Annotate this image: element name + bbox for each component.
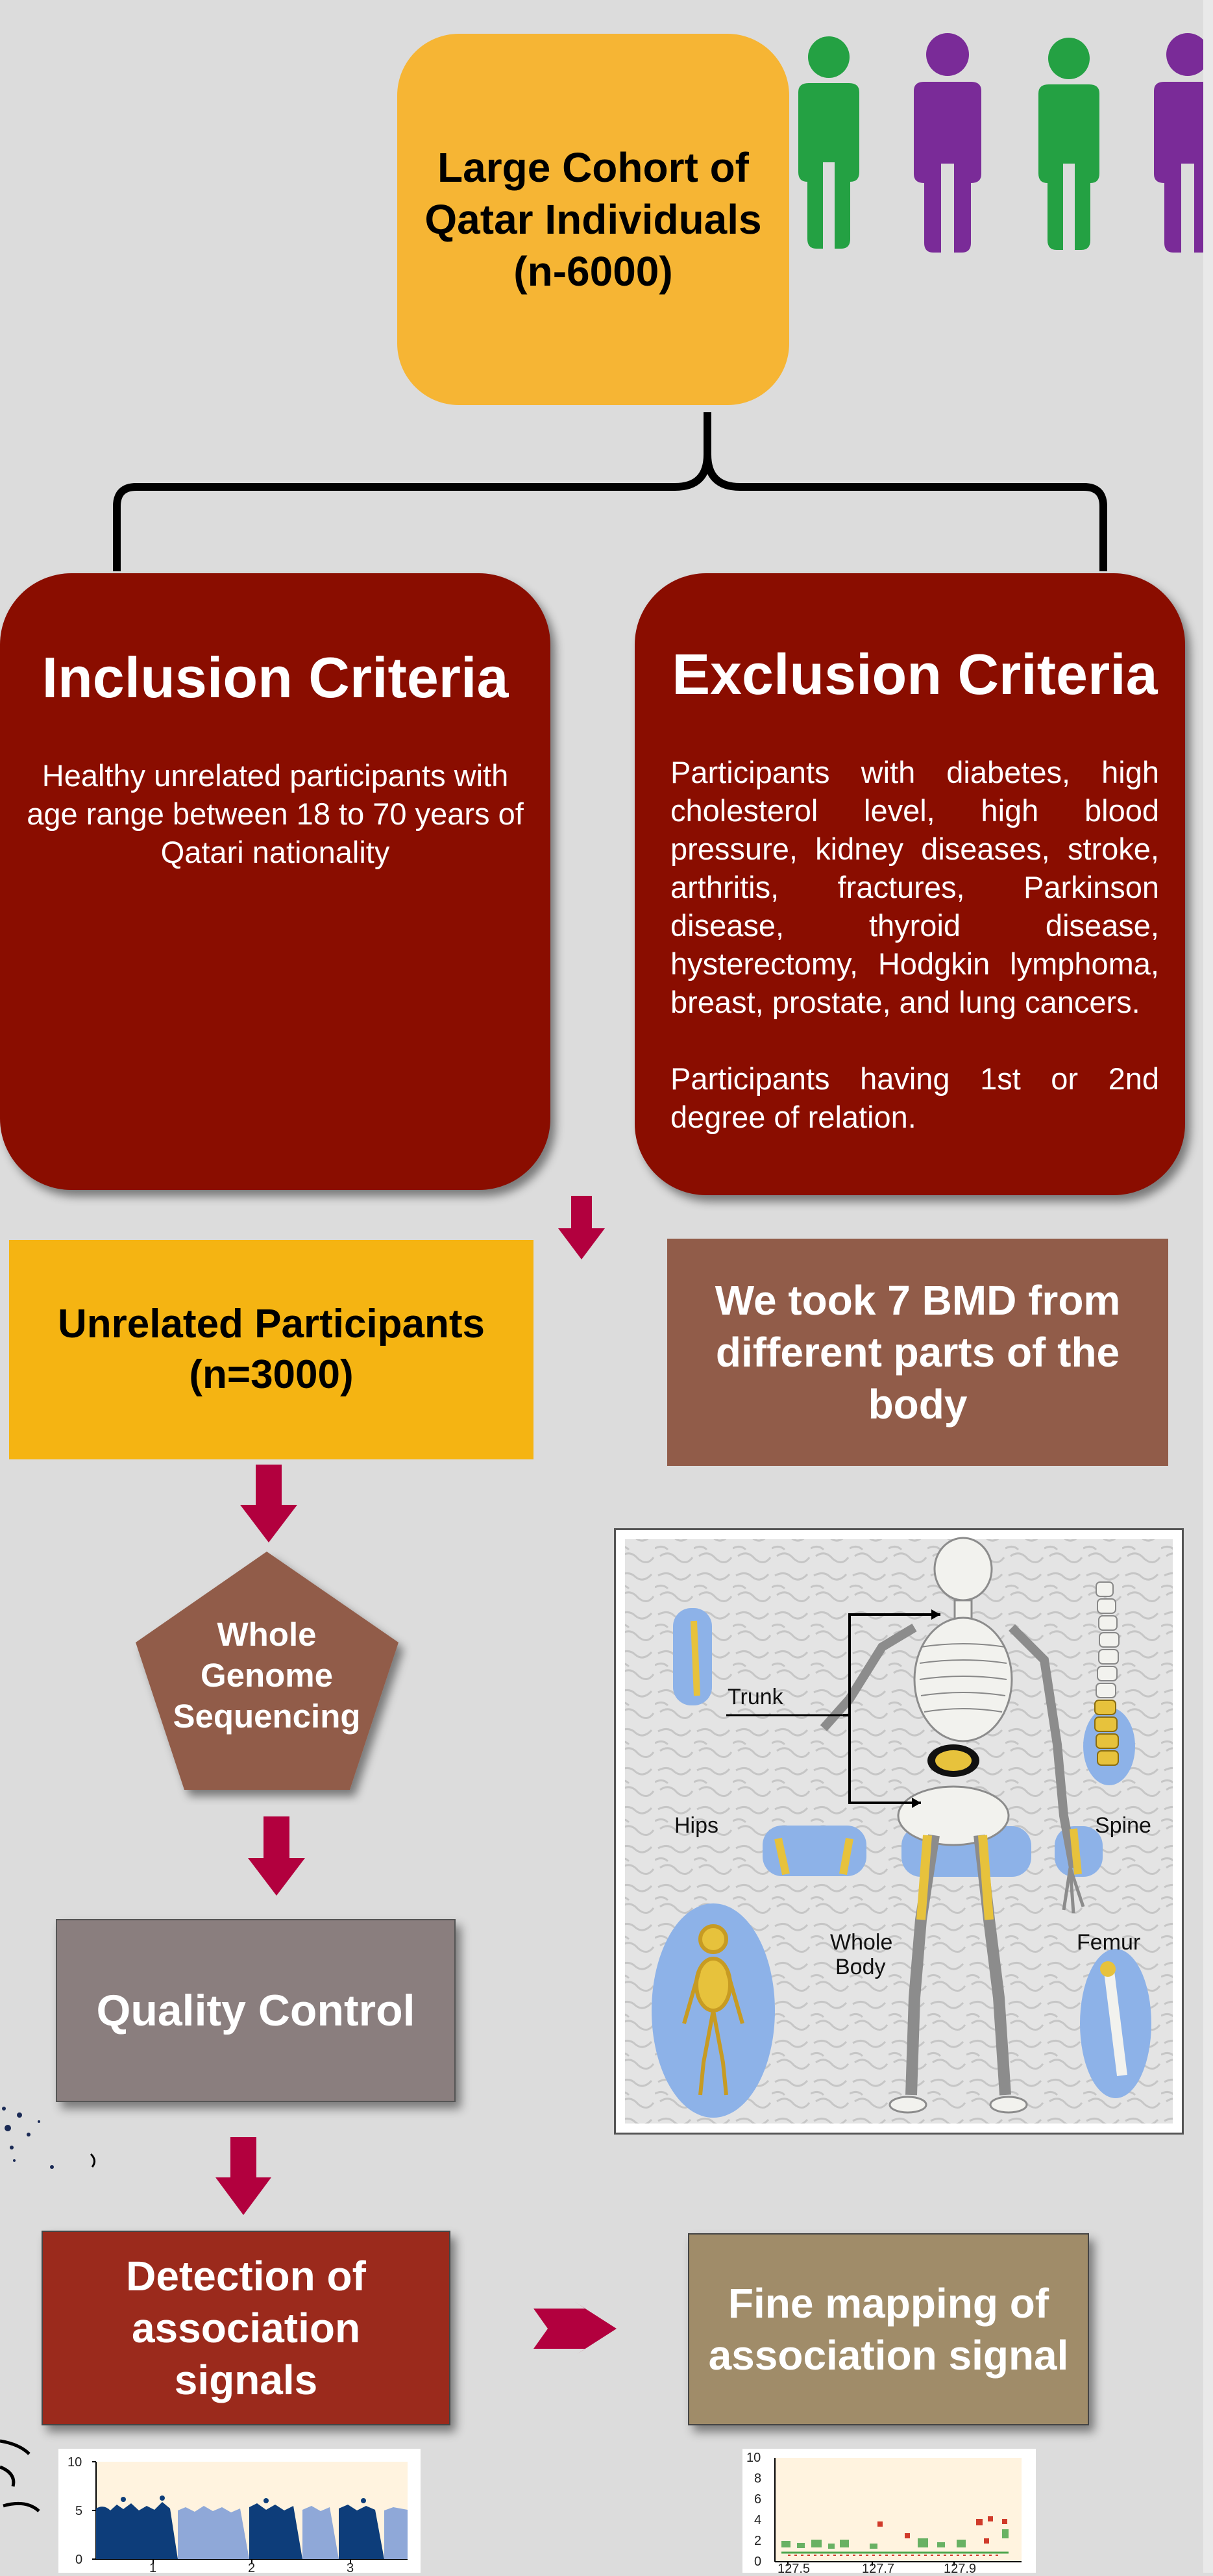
skeleton-illustration: Trunk Hips Spine Whole Body Femur bbox=[625, 1537, 1173, 2124]
locuszoom-y-tick: 0 bbox=[754, 2555, 761, 2569]
wgs-pentagon: Whole Genome Sequencing bbox=[132, 1548, 401, 1792]
manhattan-x-tick: 3 bbox=[347, 2561, 354, 2573]
manhattan-y-tick: 10 bbox=[67, 2455, 82, 2470]
manhattan-plot: 10 5 0 1 2 3 bbox=[58, 2449, 421, 2575]
down-arrow-icon bbox=[215, 2137, 271, 2215]
inclusion-heading: Inclusion Criteria bbox=[42, 645, 509, 710]
right-arrow-icon bbox=[533, 2302, 617, 2355]
fine-mapping-box: Fine mapping of association signal bbox=[688, 2233, 1089, 2425]
down-arrow-icon bbox=[558, 1196, 605, 1259]
skeleton-figure: Trunk Hips Spine Whole Body Femur bbox=[614, 1528, 1184, 2135]
decorative-splatter bbox=[0, 2439, 40, 2512]
detection-title: Detection of association signals bbox=[126, 2253, 366, 2403]
person-icon bbox=[798, 36, 859, 249]
locuszoom-y-tick: 6 bbox=[754, 2492, 761, 2507]
manhattan-x-tick: 2 bbox=[248, 2561, 255, 2573]
decorative-splatter bbox=[2, 2107, 95, 2169]
bracket-connector bbox=[113, 412, 1107, 571]
locuszoom-y-tick: 4 bbox=[754, 2513, 761, 2527]
skeleton-label-hips: Hips bbox=[674, 1813, 718, 1838]
person-icon bbox=[1154, 33, 1213, 253]
skeleton-label-femur: Femur bbox=[1077, 1930, 1140, 1955]
exclusion-criteria-box: Exclusion Criteria Participants with dia… bbox=[635, 573, 1185, 1195]
quality-control-box: Quality Control bbox=[56, 1919, 456, 2102]
manhattan-y-tick: 5 bbox=[75, 2504, 82, 2518]
locuszoom-plot: 10 8 6 4 2 0 127.5 127.7 127.9 bbox=[742, 2449, 1036, 2576]
down-arrow-icon bbox=[248, 1816, 305, 1896]
person-icon bbox=[914, 33, 981, 253]
locuszoom-x-tick: 127.5 bbox=[778, 2562, 810, 2573]
pentagon-shape bbox=[136, 1552, 398, 1790]
locuszoom-y-tick: 2 bbox=[754, 2534, 761, 2548]
right-edge-strip bbox=[1203, 0, 1213, 2573]
exclusion-text: Participants with diabetes, high cholest… bbox=[670, 755, 1159, 1019]
manhattan-x-tick: 1 bbox=[149, 2561, 156, 2573]
cohort-title: Large Cohort of Qatar Individuals (n-600… bbox=[424, 144, 762, 295]
wgs-label-wrap: Whole Genome Sequencing bbox=[158, 1594, 375, 1756]
locuszoom-x-tick: 127.9 bbox=[944, 2562, 976, 2573]
locuszoom-y-tick: 8 bbox=[754, 2471, 761, 2486]
down-arrow-icon bbox=[240, 1465, 297, 1542]
locuszoom-y-tick: 10 bbox=[746, 2451, 761, 2465]
skeleton-label-whole: Whole bbox=[830, 1930, 892, 1955]
locuszoom-x-tick: 127.7 bbox=[862, 2562, 894, 2573]
fine-mapping-title: Fine mapping of association signal bbox=[708, 2280, 1069, 2379]
unrelated-participants-title: Unrelated Participants (n=3000) bbox=[57, 1302, 485, 1397]
bmd-title: We took 7 BMD from different parts of th… bbox=[715, 1277, 1121, 1428]
exclusion-relation-text: Participants having 1st or 2nd degree of… bbox=[670, 1061, 1159, 1134]
exclusion-heading: Exclusion Criteria bbox=[672, 642, 1158, 706]
cohort-box: Large Cohort of Qatar Individuals (n-600… bbox=[397, 34, 789, 405]
skeleton-label-body: Body bbox=[835, 1955, 886, 1979]
person-icon bbox=[1038, 38, 1099, 250]
skeleton-label-trunk: Trunk bbox=[728, 1685, 784, 1709]
unrelated-participants-box: Unrelated Participants (n=3000) bbox=[9, 1240, 533, 1459]
inclusion-text: Healthy unrelated participants with age … bbox=[27, 758, 524, 869]
quality-control-title: Quality Control bbox=[96, 1986, 415, 2035]
wgs-title: Whole Genome Sequencing bbox=[173, 1615, 361, 1735]
manhattan-y-tick: 0 bbox=[75, 2553, 82, 2567]
skeleton-label-spine: Spine bbox=[1095, 1813, 1151, 1838]
detection-box: Detection of association signals bbox=[42, 2231, 450, 2425]
bmd-box: We took 7 BMD from different parts of th… bbox=[667, 1239, 1168, 1466]
inclusion-criteria-box: Inclusion Criteria Healthy unrelated par… bbox=[0, 573, 550, 1190]
